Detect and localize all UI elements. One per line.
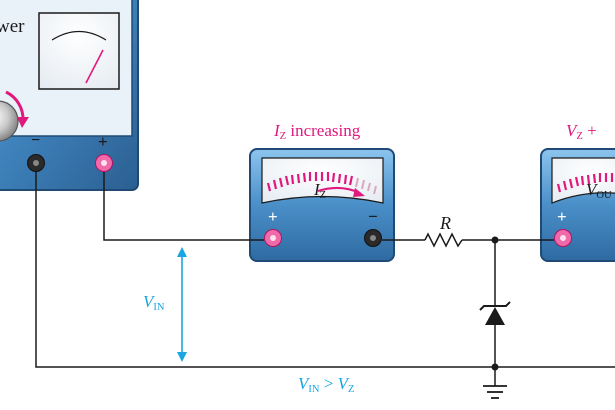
ammeter — [249, 148, 395, 262]
zener-bar — [479, 301, 511, 311]
condition-label: VIN > VZ — [298, 375, 354, 395]
ammeter-dial-label: IZ — [314, 181, 326, 201]
voltmeter-scale — [556, 173, 614, 193]
voltmeter-caption-sub: Z — [576, 130, 583, 142]
condition-rhs-sub: Z — [348, 383, 355, 395]
knob-arrowhead — [17, 117, 29, 128]
ammeter-caption: IZ increasing — [274, 122, 360, 142]
power-supply-meter-window — [38, 12, 120, 90]
ground-icon — [483, 385, 507, 399]
power-supply-title: wer — [0, 17, 24, 36]
voltmeter-caption: VZ + — [566, 122, 597, 142]
wiring — [35, 172, 615, 386]
ammeter-dial-sub: Z — [319, 189, 327, 201]
junction-bottom — [491, 363, 499, 371]
condition-operator: > — [319, 374, 338, 393]
condition-lhs-sub: IN — [308, 383, 320, 395]
voltmeter-dial-label: VOU — [586, 181, 612, 201]
resistor-symbol[interactable] — [424, 232, 463, 248]
voltmeter-plus-label: + — [557, 207, 567, 226]
power-plus-label: + — [98, 132, 108, 151]
ammeter-caption-var: I — [274, 121, 280, 140]
voltmeter-plus-terminal-hole — [560, 235, 566, 241]
ammeter-caption-text: increasing — [286, 121, 361, 140]
vin-sub: IN — [153, 301, 165, 313]
voltmeter-dial-var: V — [586, 180, 597, 199]
ammeter-caption-sub: Z — [279, 130, 287, 142]
ammeter-plus-terminal-hole — [270, 235, 276, 241]
zener-diode[interactable] — [479, 301, 511, 325]
power-knob[interactable] — [0, 100, 19, 142]
vin-var: V — [143, 292, 154, 311]
voltmeter-caption-text: + — [582, 121, 597, 140]
power-supply-meter-scale — [51, 30, 107, 41]
ammeter-minus-label: − — [368, 207, 378, 226]
voltmeter — [540, 148, 615, 262]
zener-triangle — [485, 307, 505, 325]
voltmeter-dial-sub: OU — [596, 189, 612, 201]
vin-label: VIN — [143, 293, 165, 313]
ammeter-scale-faded — [355, 177, 377, 195]
power-minus-label: − — [31, 132, 41, 149]
ammeter-arrowhead — [353, 188, 365, 197]
power-plus-terminal-hole — [101, 160, 107, 166]
wire-supply-minus-to-ground — [35, 172, 615, 368]
power-supply — [0, 0, 139, 191]
voltmeter-caption-var: V — [566, 121, 577, 140]
vin-measurement-arrow — [177, 247, 187, 362]
power-supply-title-text: wer — [0, 16, 25, 37]
ammeter-plus-label: + — [268, 207, 278, 226]
power-supply-needle — [85, 49, 104, 84]
wire-supply-plus-to-ammeter — [103, 172, 264, 241]
condition-lhs-var: V — [298, 374, 309, 393]
ammeter-scale — [266, 172, 354, 192]
resistor-label: R — [440, 213, 451, 233]
power-minus-terminal-hole — [33, 160, 39, 166]
junction-top — [491, 236, 499, 244]
ammeter-minus-terminal-hole — [370, 235, 376, 241]
ammeter-dial-var: I — [314, 180, 320, 199]
condition-rhs-var: V — [337, 374, 348, 393]
